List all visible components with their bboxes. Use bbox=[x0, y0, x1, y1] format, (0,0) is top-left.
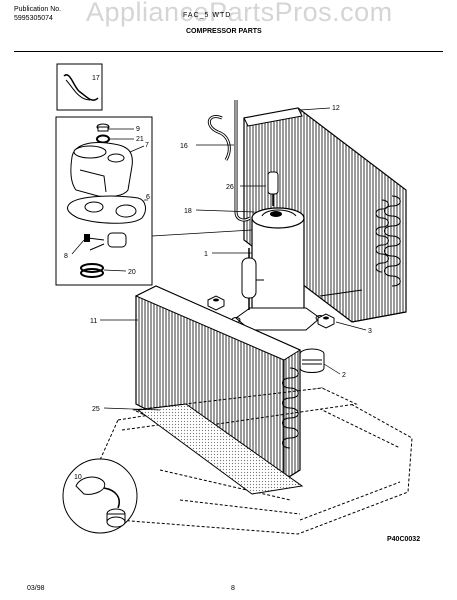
publication-label: Publication No. bbox=[14, 6, 62, 13]
callout-17: 17 bbox=[92, 75, 100, 82]
callout-16: 16 bbox=[180, 143, 188, 150]
callout-20: 20 bbox=[128, 269, 136, 276]
grommet-nuts bbox=[207, 295, 335, 329]
callout-12: 12 bbox=[332, 105, 340, 112]
callout-6: 6 bbox=[146, 194, 150, 201]
callout-26: 26 bbox=[226, 184, 234, 191]
callout-1: 1 bbox=[204, 251, 208, 258]
discharge-tube bbox=[207, 100, 251, 222]
footer-page-number: 8 bbox=[231, 585, 235, 592]
compressor-grommet bbox=[299, 348, 325, 373]
publication-number: 5995305074 bbox=[14, 15, 53, 22]
callout-7: 7 bbox=[145, 142, 149, 149]
callout-11: 11 bbox=[90, 318, 97, 325]
drain-detail-circle bbox=[62, 458, 138, 534]
callout-3: 3 bbox=[368, 328, 372, 335]
callout-2: 2 bbox=[342, 372, 346, 379]
callout-10: 10 bbox=[74, 474, 82, 481]
compressor bbox=[231, 207, 325, 331]
footer-date: 03/98 bbox=[27, 585, 45, 592]
figure-code: P40C0032 bbox=[387, 536, 421, 543]
capillary-tube-box bbox=[56, 63, 103, 111]
callout-25: 25 bbox=[92, 406, 100, 413]
callout-18: 18 bbox=[184, 208, 192, 215]
terminal-parts-box bbox=[55, 116, 153, 286]
leader-lines bbox=[71, 107, 367, 411]
drier bbox=[267, 171, 279, 206]
part-callouts: 17 9 21 7 6 8 20 16 12 26 18 1 11 3 2 25… bbox=[64, 75, 372, 481]
evaporator-coil bbox=[134, 285, 302, 481]
model-code: FAC_5 WTD bbox=[183, 12, 232, 19]
callout-9: 9 bbox=[136, 126, 140, 133]
air-filter bbox=[136, 403, 304, 495]
watermark-text: AppliancePartsPros.com bbox=[86, 0, 393, 27]
section-title: COMPRESSOR PARTS bbox=[186, 28, 262, 35]
header-rule bbox=[14, 51, 443, 52]
callout-21: 21 bbox=[136, 136, 144, 143]
callout-8: 8 bbox=[64, 253, 68, 260]
